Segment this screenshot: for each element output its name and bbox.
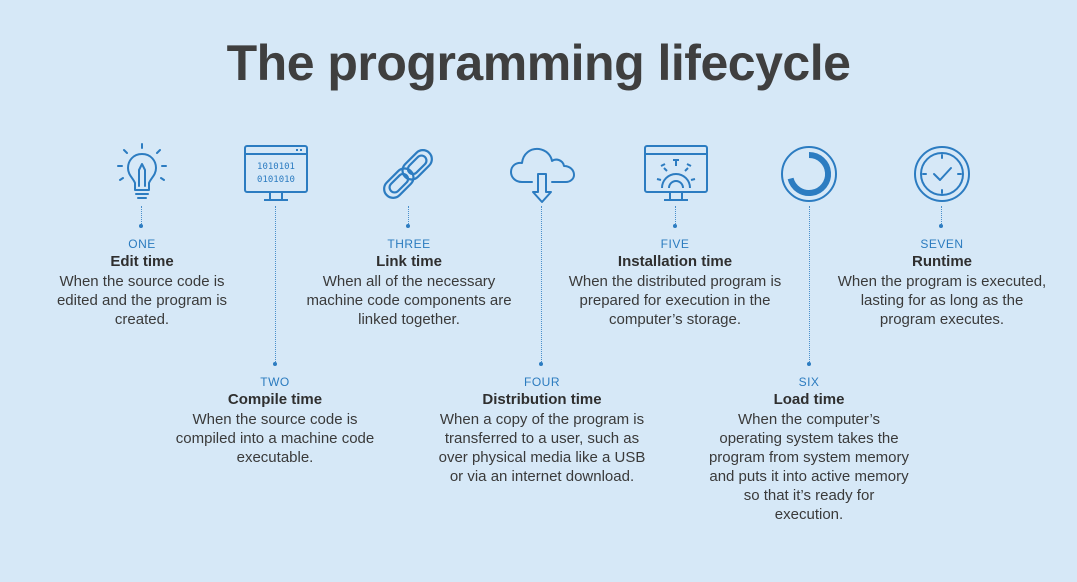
step-name: Edit time bbox=[110, 253, 174, 270]
connector-dot bbox=[139, 224, 143, 228]
connector-five bbox=[675, 206, 676, 226]
step-description: When the program is executed, lasting fo… bbox=[837, 273, 1047, 328]
page-title: The programming lifecycle bbox=[226, 35, 851, 91]
connector-two bbox=[275, 206, 276, 364]
step-name: Runtime bbox=[912, 253, 972, 270]
step-number: TWO bbox=[260, 375, 290, 389]
step-three: THREE Link time When all of the necessar… bbox=[306, 236, 512, 329]
svg-text:1010101: 1010101 bbox=[257, 162, 295, 172]
step-two: TWO Compile time When the source code is… bbox=[163, 374, 387, 467]
step-name: Link time bbox=[376, 253, 442, 270]
connector-dot bbox=[807, 362, 811, 366]
cloud-download-icon bbox=[506, 138, 578, 210]
connector-dot bbox=[539, 362, 543, 366]
step-five: FIVE Installation time When the distribu… bbox=[568, 236, 782, 329]
step-description: When the source code is edited and the p… bbox=[56, 273, 228, 328]
step-description: When the computer’s operating system tak… bbox=[708, 411, 910, 523]
step-number: SIX bbox=[798, 375, 820, 389]
step-six: SIX Load time When the computer’s operat… bbox=[708, 374, 910, 524]
svg-text:0101010: 0101010 bbox=[257, 175, 295, 185]
loading-ring-icon bbox=[773, 138, 845, 210]
connector-three bbox=[408, 206, 409, 226]
gear-monitor-icon bbox=[640, 138, 712, 210]
step-description: When the source code is compiled into a … bbox=[175, 411, 375, 466]
step-number: ONE bbox=[128, 237, 156, 251]
connector-seven bbox=[941, 206, 942, 226]
step-number: THREE bbox=[387, 237, 431, 251]
step-description: When the distributed program is prepared… bbox=[568, 273, 782, 328]
chain-link-icon bbox=[372, 138, 444, 210]
connector-six bbox=[809, 206, 810, 364]
connector-dot bbox=[673, 224, 677, 228]
connector-dot bbox=[939, 224, 943, 228]
step-number: SEVEN bbox=[920, 237, 964, 251]
step-name: Distribution time bbox=[482, 391, 602, 408]
connector-dot bbox=[406, 224, 410, 228]
step-description: When all of the necessary machine code c… bbox=[306, 273, 512, 328]
step-description: When a copy of the program is transferre… bbox=[438, 411, 646, 485]
lightbulb-pencil-icon bbox=[106, 138, 178, 210]
clock-check-icon bbox=[906, 138, 978, 210]
step-number: FOUR bbox=[524, 375, 560, 389]
step-one: ONE Edit time When the source code is ed… bbox=[46, 236, 238, 329]
step-four: FOUR Distribution time When a copy of th… bbox=[434, 374, 650, 486]
step-name: Compile time bbox=[227, 391, 323, 408]
step-seven: SEVEN Runtime When the program is execut… bbox=[836, 236, 1048, 329]
connector-dot bbox=[273, 362, 277, 366]
step-name: Installation time bbox=[617, 253, 733, 270]
step-name: Load time bbox=[773, 391, 845, 408]
binary-monitor-icon: 1010101 0101010 bbox=[240, 138, 312, 210]
connector-one bbox=[141, 206, 142, 226]
connector-four bbox=[541, 206, 542, 364]
step-number: FIVE bbox=[660, 237, 690, 251]
